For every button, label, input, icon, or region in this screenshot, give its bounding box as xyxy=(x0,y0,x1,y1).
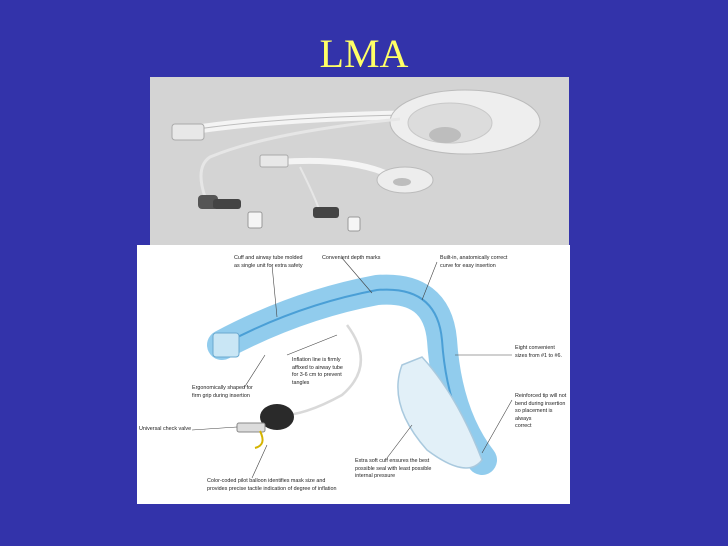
label-depth-marks: Convenient depth marks xyxy=(322,255,381,261)
label-grip: Ergonomically shaped for firm grip durin… xyxy=(192,385,253,399)
slide-title: LMA xyxy=(319,31,409,76)
label-tip: Reinforced tip will not bend during inse… xyxy=(515,393,567,429)
lma-devices-illustration xyxy=(171,89,541,232)
lma-labeled-diagram: Cuff and airway tube molded as single un… xyxy=(137,245,570,504)
label-inflation-line: Inflation line is firmly affixed to airw… xyxy=(292,357,343,386)
lma-photo xyxy=(150,77,569,247)
label-cuff-airway: Cuff and airway tube molded as single un… xyxy=(234,255,303,269)
label-check-valve: Universal check valve xyxy=(139,426,192,432)
label-pilot-balloon: Color-coded pilot balloon identifies mas… xyxy=(207,478,337,492)
label-sizes: Eight convenient sizes from #1 to #6. xyxy=(515,345,563,359)
lma-diagram-illustration xyxy=(191,257,513,479)
label-curve: Built-in, anatomically correct curve for… xyxy=(440,255,508,269)
label-soft-cuff: Extra soft cuff ensures the best possibl… xyxy=(355,458,432,479)
